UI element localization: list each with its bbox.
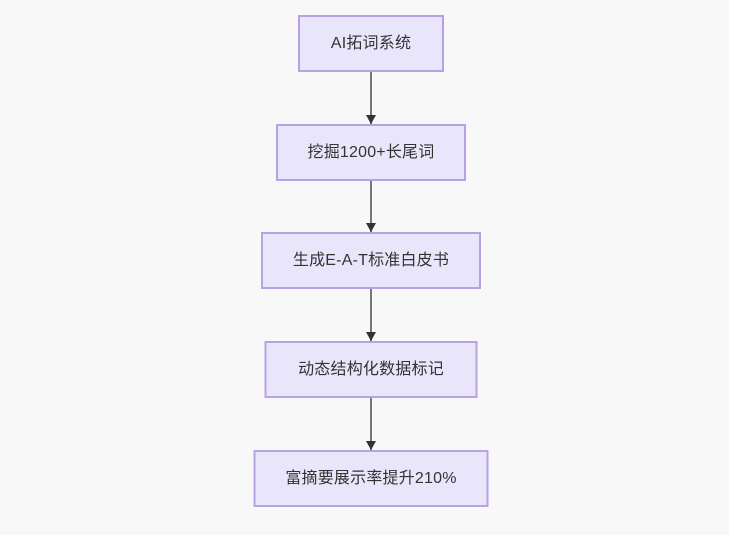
flow-node-3[interactable]: 生成E-A-T标准白皮书 xyxy=(261,232,481,289)
flow-node-1[interactable]: AI拓词系统 xyxy=(298,15,444,72)
flow-node-2[interactable]: 挖掘1200+长尾词 xyxy=(276,124,466,181)
arrow-down-icon xyxy=(366,223,376,232)
flow-node-label: 生成E-A-T标准白皮书 xyxy=(292,251,450,269)
flow-node-label: AI拓词系统 xyxy=(330,34,412,52)
connector-line xyxy=(370,181,372,232)
connector-line xyxy=(370,398,372,450)
flow-node-label: 富摘要展示率提升210% xyxy=(285,469,457,487)
flow-node-label: 挖掘1200+长尾词 xyxy=(307,143,435,161)
flow-connector-1 xyxy=(364,72,378,124)
flow-connector-4 xyxy=(364,398,378,450)
flow-connector-2 xyxy=(364,181,378,232)
connector-line xyxy=(370,289,372,341)
flow-node-5[interactable]: 富摘要展示率提升210% xyxy=(253,450,489,507)
flow-node-label: 动态结构化数据标记 xyxy=(298,360,444,378)
arrow-down-icon xyxy=(366,332,376,341)
connector-line xyxy=(370,72,372,124)
flow-node-4[interactable]: 动态结构化数据标记 xyxy=(264,341,478,398)
arrow-down-icon xyxy=(366,115,376,124)
flow-connector-3 xyxy=(364,289,378,341)
arrow-down-icon xyxy=(366,441,376,450)
